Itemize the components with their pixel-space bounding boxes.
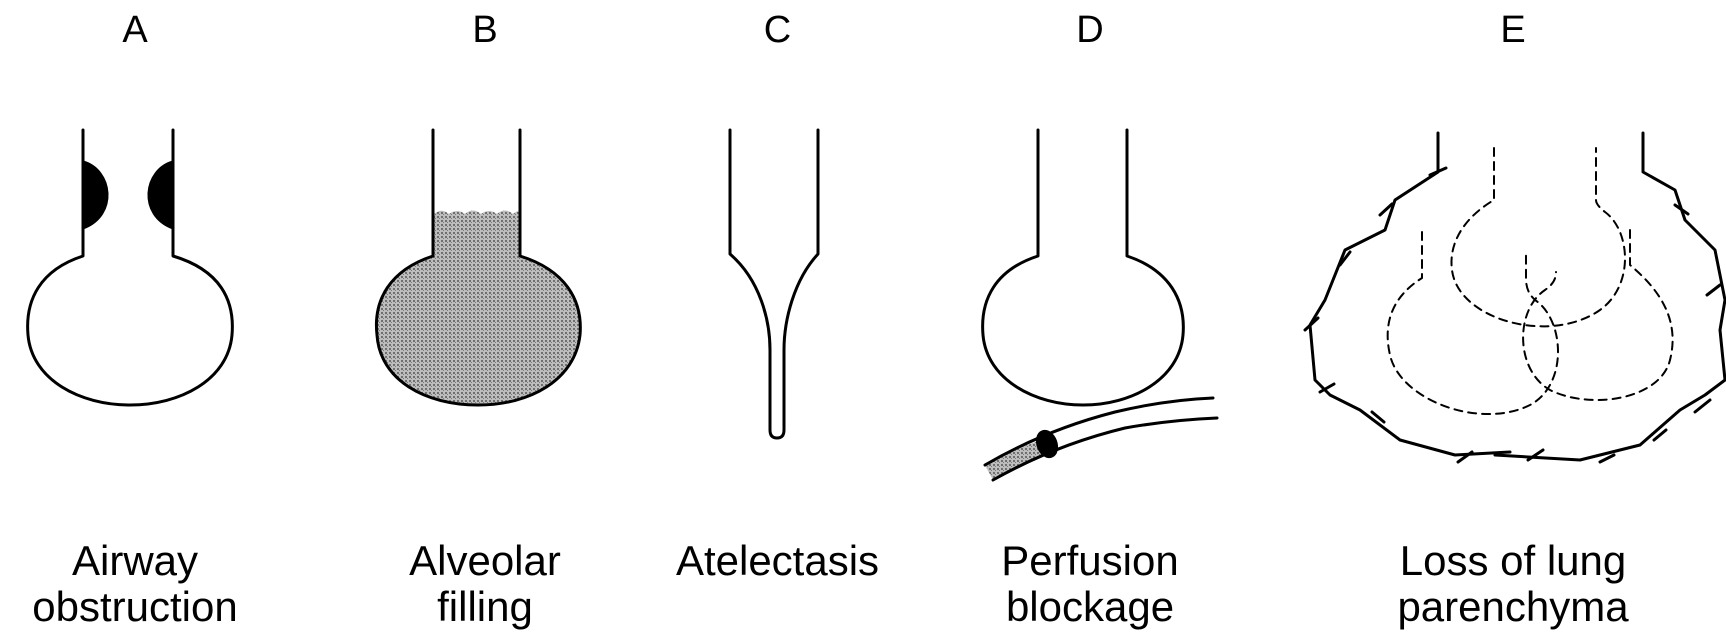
obstruction-left: [83, 162, 107, 228]
panel-c: C Atelectasis: [640, 0, 915, 637]
former-alveolus-outline: [1388, 232, 1558, 414]
caption-line-2: filling: [345, 584, 625, 630]
caption-line-1: Airway: [0, 538, 270, 584]
caption-line-1: Alveolar: [345, 538, 625, 584]
alveolus-outline: [28, 130, 233, 405]
wall-fragment: [1600, 455, 1614, 462]
caption-e: Loss of lung parenchyma: [1300, 538, 1726, 630]
caption-line-2: blockage: [945, 584, 1235, 630]
broken-wall-right: [1495, 133, 1725, 460]
panel-a: A Airway obstruction: [0, 0, 270, 637]
wall-fragment: [1695, 400, 1710, 412]
obstruction-right: [149, 162, 173, 228]
alveolar-filling-diagram: [345, 0, 625, 470]
caption-line-1: Perfusion: [945, 538, 1235, 584]
broken-wall-left: [1310, 133, 1510, 455]
caption-line-2: obstruction: [0, 584, 270, 630]
caption-line-1: Loss of lung: [1300, 538, 1726, 584]
former-alveolus-outline: [1451, 148, 1625, 326]
atelectasis-diagram: [640, 0, 915, 470]
alveolus-outline: [983, 130, 1184, 405]
caption-line-2: parenchyma: [1300, 584, 1726, 630]
caption-a: Airway obstruction: [0, 538, 270, 630]
panel-e: E Loss of lung parenchyma: [1300, 0, 1726, 637]
wall-fragment: [1707, 285, 1720, 295]
former-alveolus-outline: [1523, 230, 1673, 400]
caption-d: Perfusion blockage: [945, 538, 1235, 630]
panel-b: B Alveolar filling: [345, 0, 625, 637]
caption-c: Atelectasis: [640, 538, 915, 584]
caption-b: Alveolar filling: [345, 538, 625, 630]
panel-d: D Perfusion blockage: [945, 0, 1235, 637]
collapsed-alveolus-outline: [730, 130, 818, 438]
airway-obstruction-diagram: [0, 0, 270, 470]
loss-of-lung-parenchyma-diagram: [1300, 0, 1726, 480]
perfusion-blockage-diagram: [945, 0, 1235, 500]
alveolar-fluid: [376, 211, 580, 406]
caption-line-1: Atelectasis: [640, 538, 915, 584]
